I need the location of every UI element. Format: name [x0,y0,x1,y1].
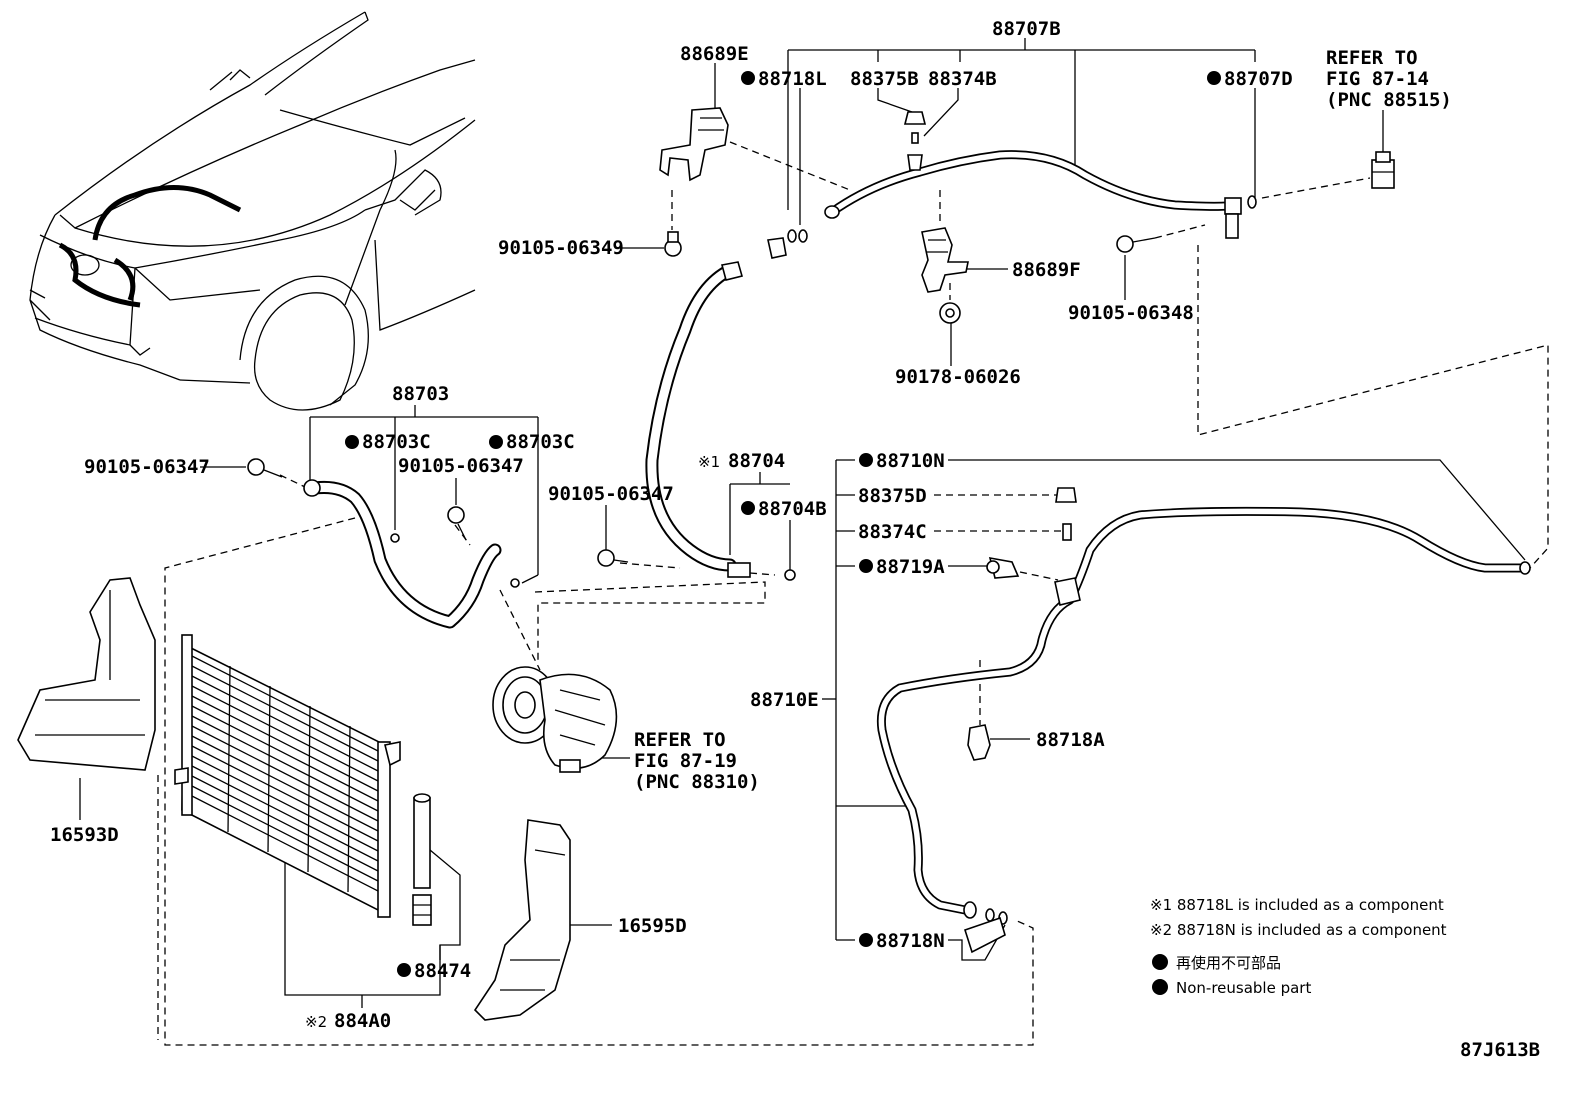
refer-top-line-2: FIG 87-14 [1326,68,1429,90]
mark-884A0: ※2 [305,1013,327,1031]
non-reusable-dot-icon [397,963,411,977]
refer-mid-line-3: (PNC 88310) [634,771,760,793]
suction-pipe-88707B [824,150,1257,239]
condenser-fins [189,654,381,893]
label-88718L: 88718L [758,68,827,90]
compressor [492,666,618,773]
label-90105-06347-c: 90105-06347 [548,483,674,505]
service-valve-cap-88375B [903,111,927,171]
label-88707B: 88707B [992,18,1061,40]
legend-notes: ※1 88718L is included as a component ※2 … [1150,896,1447,997]
refer-top-line-1: REFER TO [1326,47,1418,69]
hose-coupler [721,229,808,281]
label-88710E: 88710E [750,689,819,711]
non-reusable-dot-icon [859,453,873,467]
receiver-dryer [412,793,432,926]
label-88718N: 88718N [876,930,945,952]
label-88689F: 88689F [1012,259,1081,281]
hose-88703 [303,479,520,629]
air-guide-16595D [473,819,571,1021]
label-90105-06348: 90105-06348 [1068,302,1194,324]
label-16593D: 16593D [50,824,119,846]
non-reusable-dot-icon [1152,979,1168,995]
dashed-assembly-lines [157,141,1549,1046]
label-90178-06026: 90178-06026 [895,366,1021,388]
mark-88704: ※1 [698,453,720,471]
bolt-90105-06347-a [247,458,283,478]
label-88703: 88703 [392,383,449,405]
figure-id: 87J613B [1460,1039,1540,1061]
label-16595D: 16595D [618,915,687,937]
non-reusable-dot-icon [741,71,755,85]
bolt-90105-06349 [664,231,682,257]
bracket-88689E [659,107,729,182]
non-reusable-dot-icon [1152,954,1168,970]
part-labels: 88707B 88689E 88718L 88375B 88374B 88707… [50,18,1540,1061]
label-90105-06347-b: 90105-06347 [398,455,524,477]
pressure-sensor-88719A [986,556,1020,579]
note-4: Non-reusable part [1176,979,1311,997]
label-88374C: 88374C [858,521,927,543]
label-88719A: 88719A [876,556,945,578]
non-reusable-dot-icon [741,501,755,515]
car-front-view [29,11,476,411]
label-88703C-a: 88703C [362,431,431,453]
note-1: ※1 88718L is included as a component [1150,896,1444,914]
label-88689E: 88689E [680,43,749,65]
bolt-90105-06347-b [447,506,467,541]
label-90105-06349: 90105-06349 [498,237,624,259]
receiver-part [1371,151,1395,189]
note-3: 再使用不可部品 [1176,954,1281,972]
refer-mid-line-1: REFER TO [634,729,726,751]
label-884A0: 884A0 [334,1010,391,1032]
air-guide-16593D [17,577,156,771]
non-reusable-dot-icon [345,435,359,449]
label-88707D: 88707D [1224,68,1293,90]
bolt-90105-06347-c [597,549,629,567]
discharge-hose-88704 [645,229,808,581]
non-reusable-dot-icon [859,559,873,573]
valve-88718A [967,724,991,761]
label-88704B: 88704B [758,498,827,520]
non-reusable-dot-icon [489,435,503,449]
non-reusable-dot-icons [345,71,1221,995]
label-88375D: 88375D [858,485,927,507]
refer-mid-line-2: FIG 87-19 [634,750,737,772]
label-88704: 88704 [728,450,785,472]
non-reusable-dot-icon [859,933,873,947]
label-88710N: 88710N [876,450,945,472]
label-88718A: 88718A [1036,729,1105,751]
condenser [174,634,401,918]
liquid-pipe-88710E [876,506,1531,954]
service-valve-cap-88375D [1055,487,1077,541]
note-2: ※2 88718N is included as a component [1150,921,1447,939]
label-88374B: 88374B [928,68,997,90]
label-88375B: 88375B [850,68,919,90]
label-90105-06347-a: 90105-06347 [84,456,210,478]
refer-top-line-3: (PNC 88515) [1326,89,1452,111]
label-88474: 88474 [414,960,471,982]
bracket-88689F [921,227,969,293]
label-88703C-b: 88703C [506,431,575,453]
non-reusable-dot-icon [1207,71,1221,85]
bolt-90105-06348 [1116,235,1156,253]
nut-90178-06026 [939,302,961,324]
leader-lines [79,38,1526,1008]
